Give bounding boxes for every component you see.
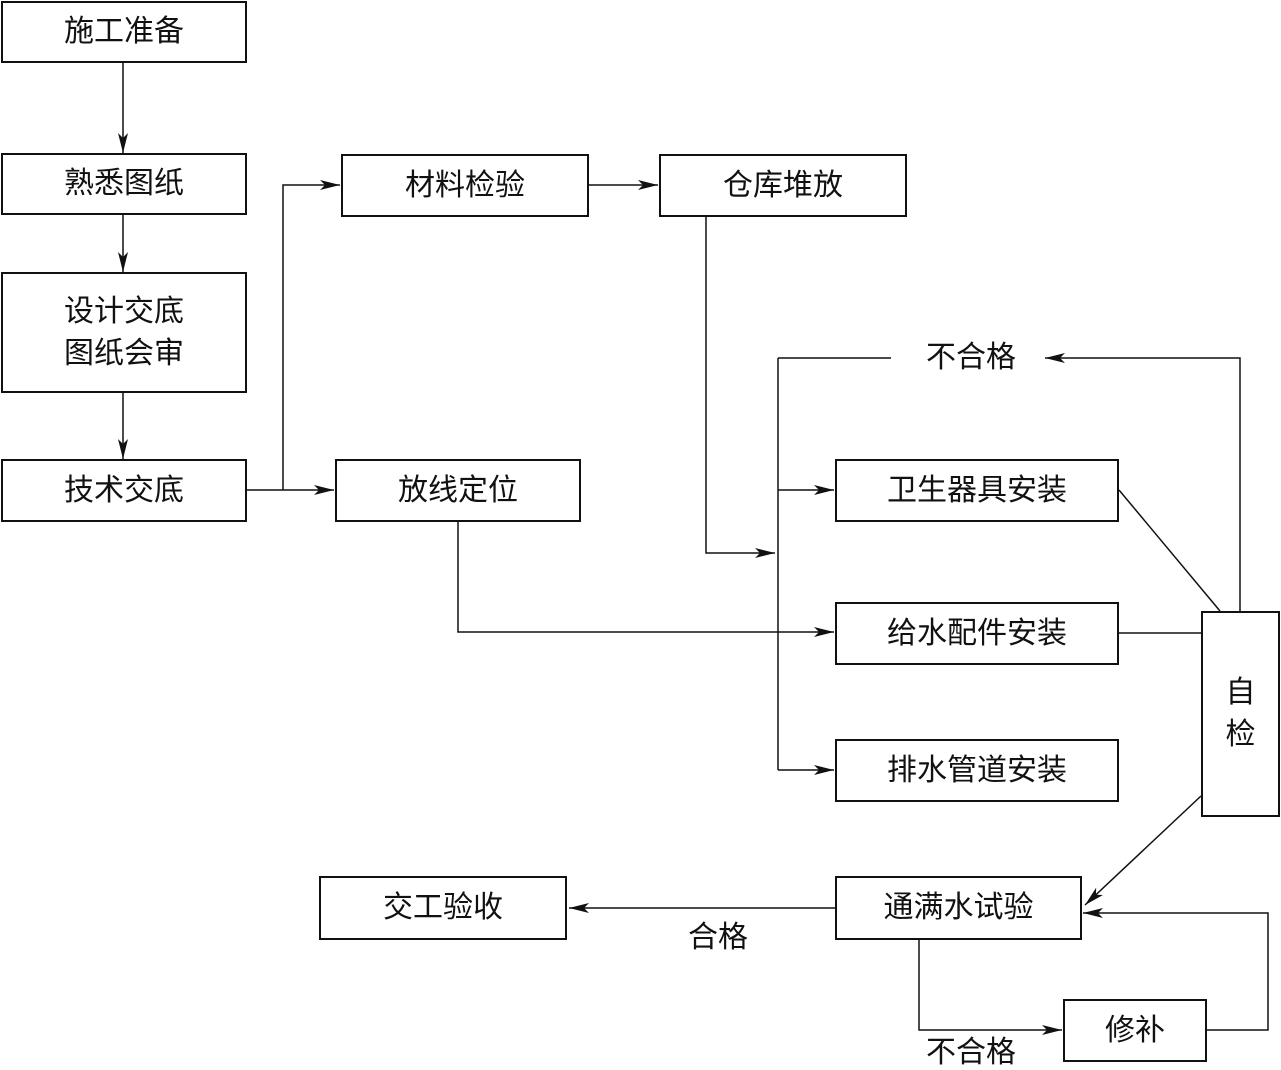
arrow-selfcheck-to-fail — [1045, 353, 1241, 611]
node-sanitary-install: 卫生器具安装 — [835, 459, 1119, 522]
label-fail-bottom: 不合格 — [926, 1035, 1016, 1070]
node-self-check-line2: 检 — [1225, 717, 1256, 752]
label-fail-top: 不合格 — [926, 340, 1016, 375]
label-pass: 合格 — [688, 920, 748, 955]
node-layout-positioning: 放线定位 — [335, 459, 581, 522]
arrow-brief-to-material — [282, 180, 340, 490]
node-design-review-line1: 设计交底 — [64, 293, 184, 329]
node-technical-briefing: 技术交底 — [1, 459, 247, 522]
node-design-review: 设计交底 图纸会审 — [1, 272, 247, 393]
node-handover-acceptance: 交工验收 — [319, 876, 567, 940]
node-water-fill-test: 通满水试验 — [835, 876, 1082, 940]
arrow-repair-to-watertest — [1083, 908, 1269, 1031]
arrow-warehouse-to-install — [705, 217, 775, 558]
node-drainage-install: 排水管道安装 — [835, 739, 1119, 802]
arrow-layout-to-fittings — [457, 521, 834, 637]
node-familiarize-drawings: 熟悉图纸 — [1, 153, 247, 215]
node-self-check: 自 检 — [1201, 611, 1280, 817]
node-repair: 修补 — [1063, 999, 1207, 1062]
node-water-fittings-install: 给水配件安装 — [835, 602, 1119, 665]
arrow-selfcheck-to-watertest — [1084, 795, 1202, 906]
node-construction-prep: 施工准备 — [1, 1, 247, 63]
node-warehouse-storage: 仓库堆放 — [659, 154, 907, 217]
node-self-check-line1: 自 — [1225, 675, 1256, 710]
node-design-review-line2: 图纸会审 — [64, 335, 184, 371]
arrow-watertest-to-repair — [918, 939, 1062, 1035]
line-sanitary-to-selfcheck — [1118, 489, 1221, 612]
node-material-inspection: 材料检验 — [341, 154, 589, 217]
